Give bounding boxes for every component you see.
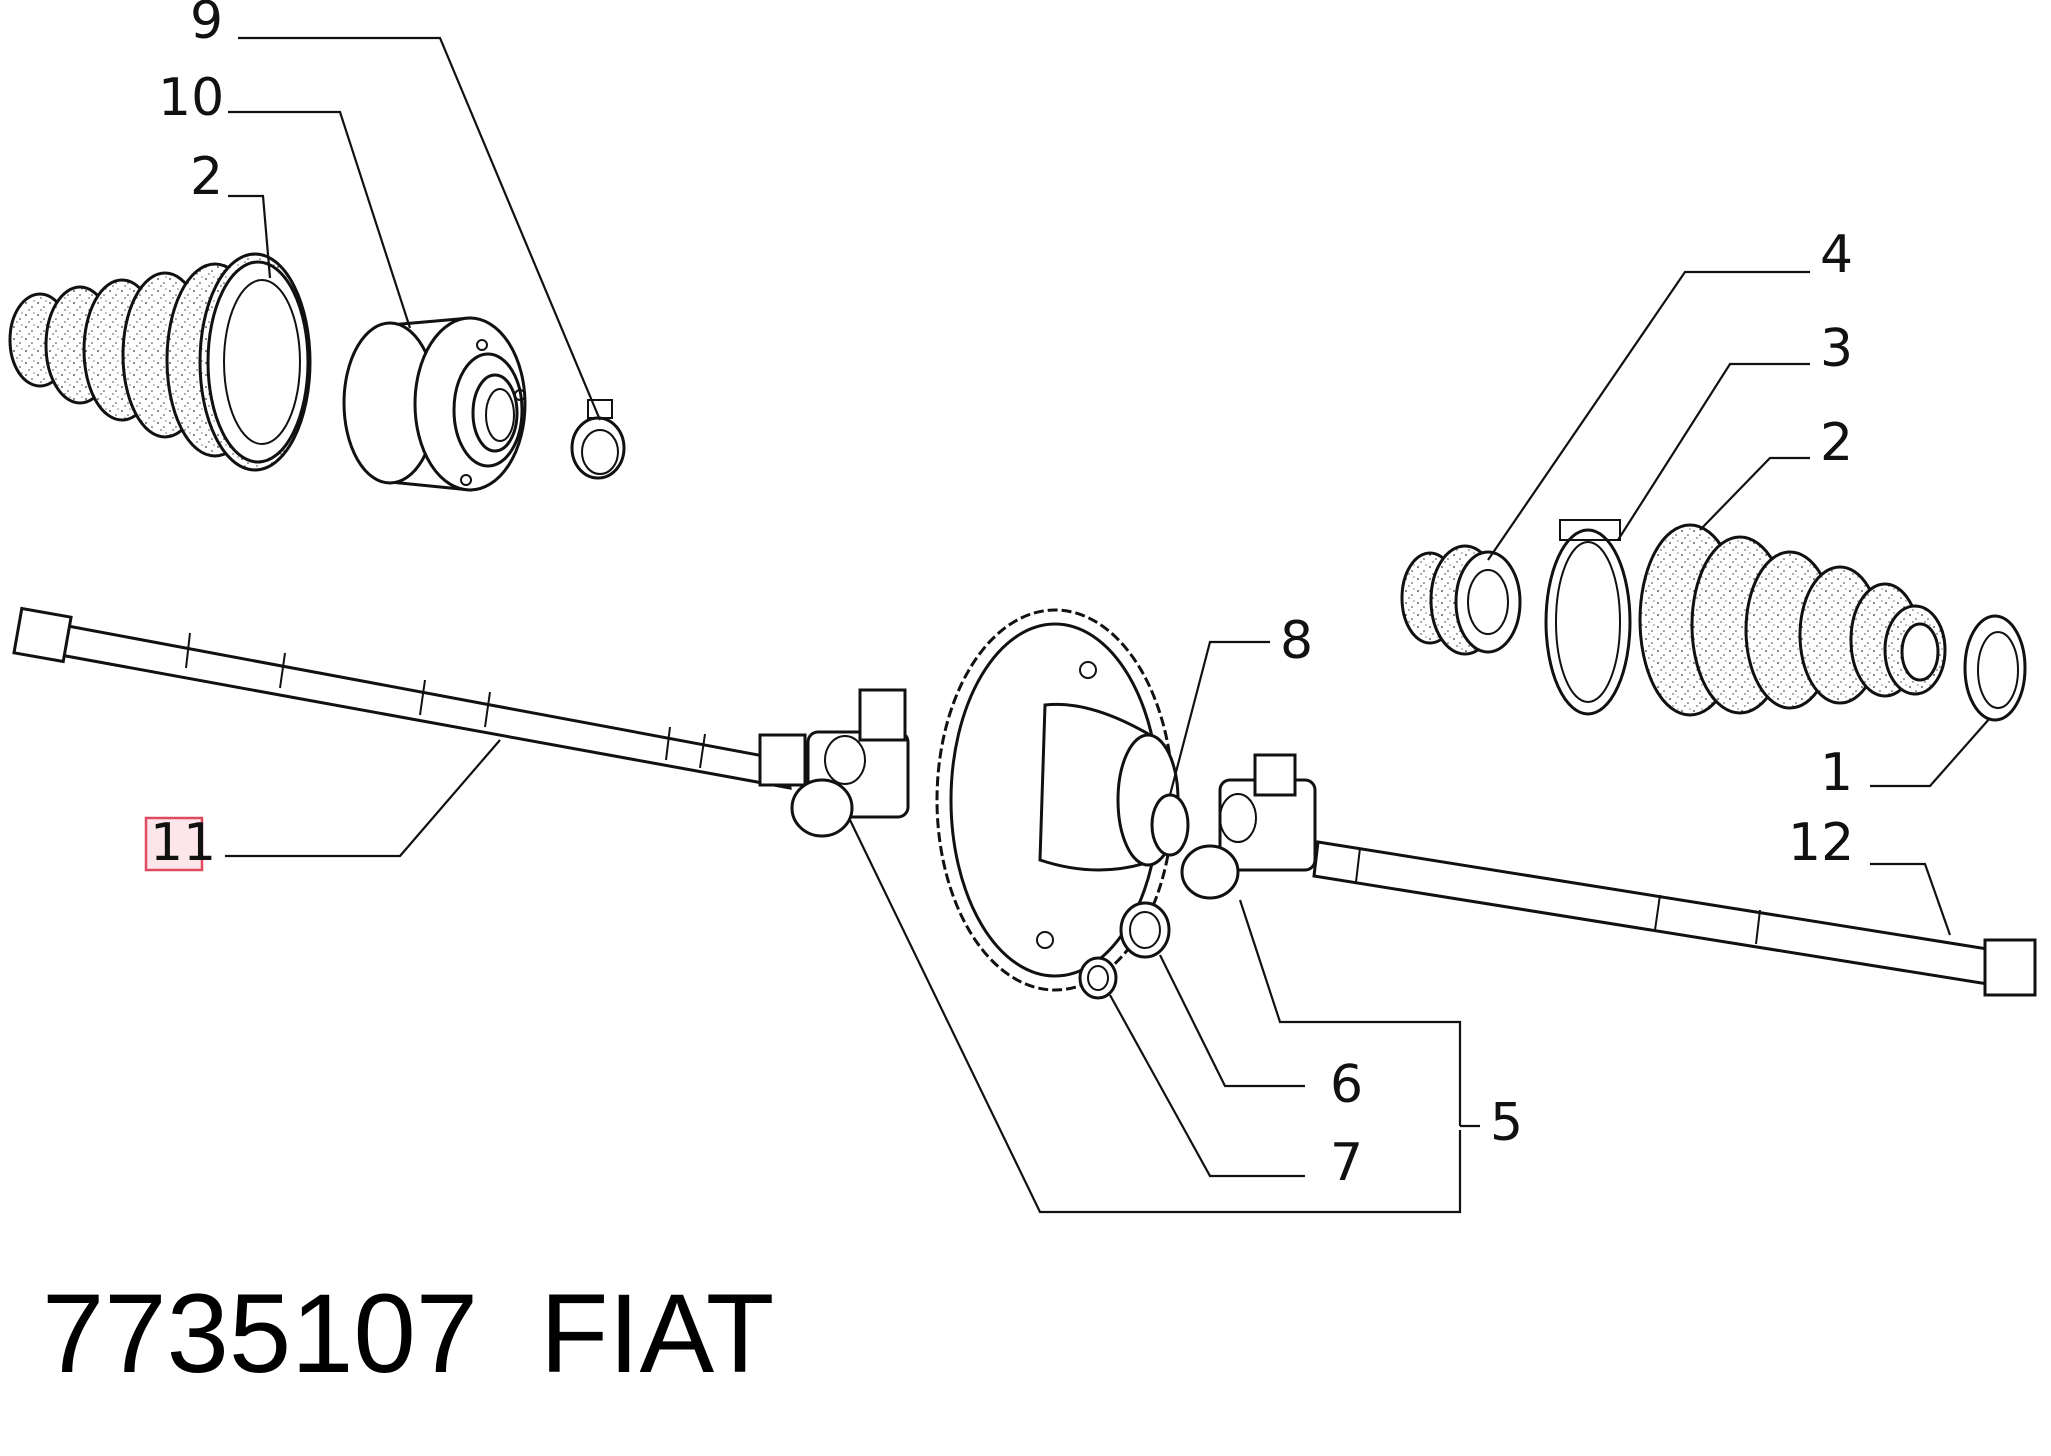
part-number: 7735107 — [42, 1271, 478, 1396]
boot-part-4 — [1400, 544, 1522, 656]
washer-part-7 — [1078, 956, 1118, 1000]
callout-8: 8 — [1280, 611, 1313, 671]
ring-gear — [935, 608, 1190, 992]
leader-lines — [225, 36, 1991, 1214]
callout-7: 7 — [1330, 1133, 1363, 1193]
shaft-part-11 — [12, 606, 807, 790]
callout-6: 6 — [1330, 1055, 1363, 1115]
callout-2-right: 2 — [1820, 413, 1853, 473]
clamp-part-9 — [570, 399, 626, 480]
washer-part-6 — [1119, 901, 1171, 959]
clamp-part-1 — [1963, 614, 2027, 722]
callout-3: 3 — [1820, 319, 1853, 379]
shaft-part-12 — [1312, 840, 2037, 997]
callout-5: 5 — [1490, 1093, 1523, 1153]
boot-part-2-right — [1638, 523, 1947, 717]
footer: 7735107 FIAT — [42, 1271, 774, 1396]
clamp-part-3 — [1544, 519, 1632, 716]
cv-joint-part-10 — [342, 316, 527, 492]
callout-labels: 9 10 2 4 3 2 8 1 12 11 6 5 7 — [144, 0, 1854, 1193]
callout-10: 10 — [158, 68, 224, 128]
callout-4: 4 — [1820, 225, 1853, 285]
callout-2-left: 2 — [190, 147, 223, 207]
callout-11-highlight — [144, 816, 204, 872]
boot-part-2-left — [8, 252, 312, 472]
brand-name: FIAT — [540, 1271, 774, 1396]
pinion-right — [1180, 753, 1317, 900]
callout-9: 9 — [190, 0, 223, 51]
pinion-left — [790, 688, 910, 838]
callout-12: 12 — [1788, 813, 1854, 873]
callout-11: 11 — [150, 813, 216, 873]
callout-1: 1 — [1820, 743, 1853, 803]
